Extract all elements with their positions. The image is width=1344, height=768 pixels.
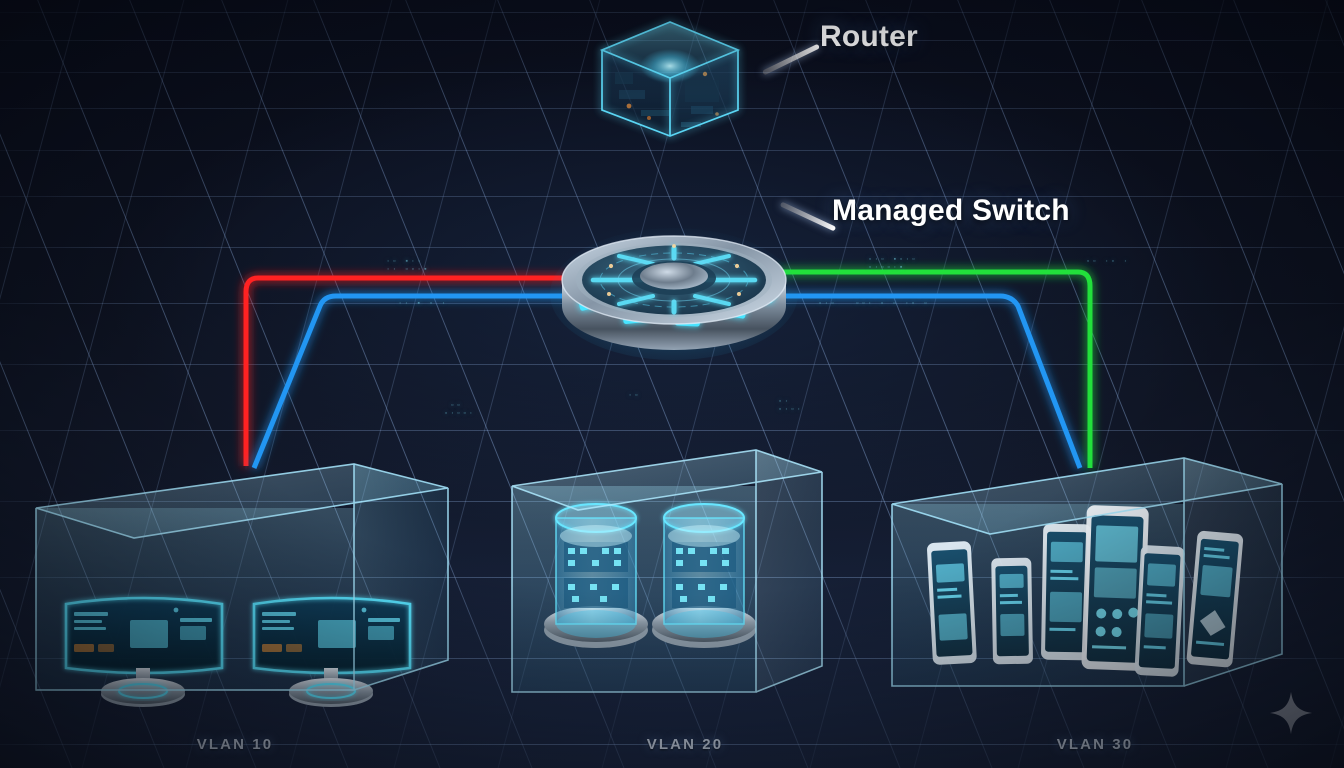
cable-switch-to-vlan30 [778, 269, 1093, 469]
switch-hub [640, 262, 708, 290]
switch-callout: Managed Switch [832, 194, 1070, 228]
switch-callout-label: Managed Switch [832, 194, 1070, 227]
router-callout: Router [820, 20, 918, 54]
vlan20-label: VLAN 20 [646, 736, 724, 753]
vlan20-container[interactable] [504, 444, 830, 713]
server-1 [544, 503, 648, 648]
router-callout-label: Router [820, 20, 918, 53]
blue-cable-vlan10 [251, 293, 572, 469]
vlan20-box-side [756, 450, 822, 692]
mobile-device-2 [991, 557, 1033, 665]
vlan30-container[interactable] [884, 446, 1290, 713]
sparkle-icon [1268, 690, 1314, 736]
router-device[interactable] [585, 10, 755, 165]
mobile-device-1 [927, 541, 977, 665]
cable-switch-to-vlan10 [243, 275, 572, 469]
vlan10-container[interactable] [24, 454, 454, 721]
server-2 [652, 503, 756, 648]
mobile-device-5 [1134, 545, 1185, 677]
blue-cable-vlan30 [778, 293, 1083, 469]
managed-switch-device[interactable] [549, 214, 799, 369]
vlan10-label: VLAN 10 [196, 736, 274, 753]
vlan30-label: VLAN 30 [1056, 736, 1134, 753]
